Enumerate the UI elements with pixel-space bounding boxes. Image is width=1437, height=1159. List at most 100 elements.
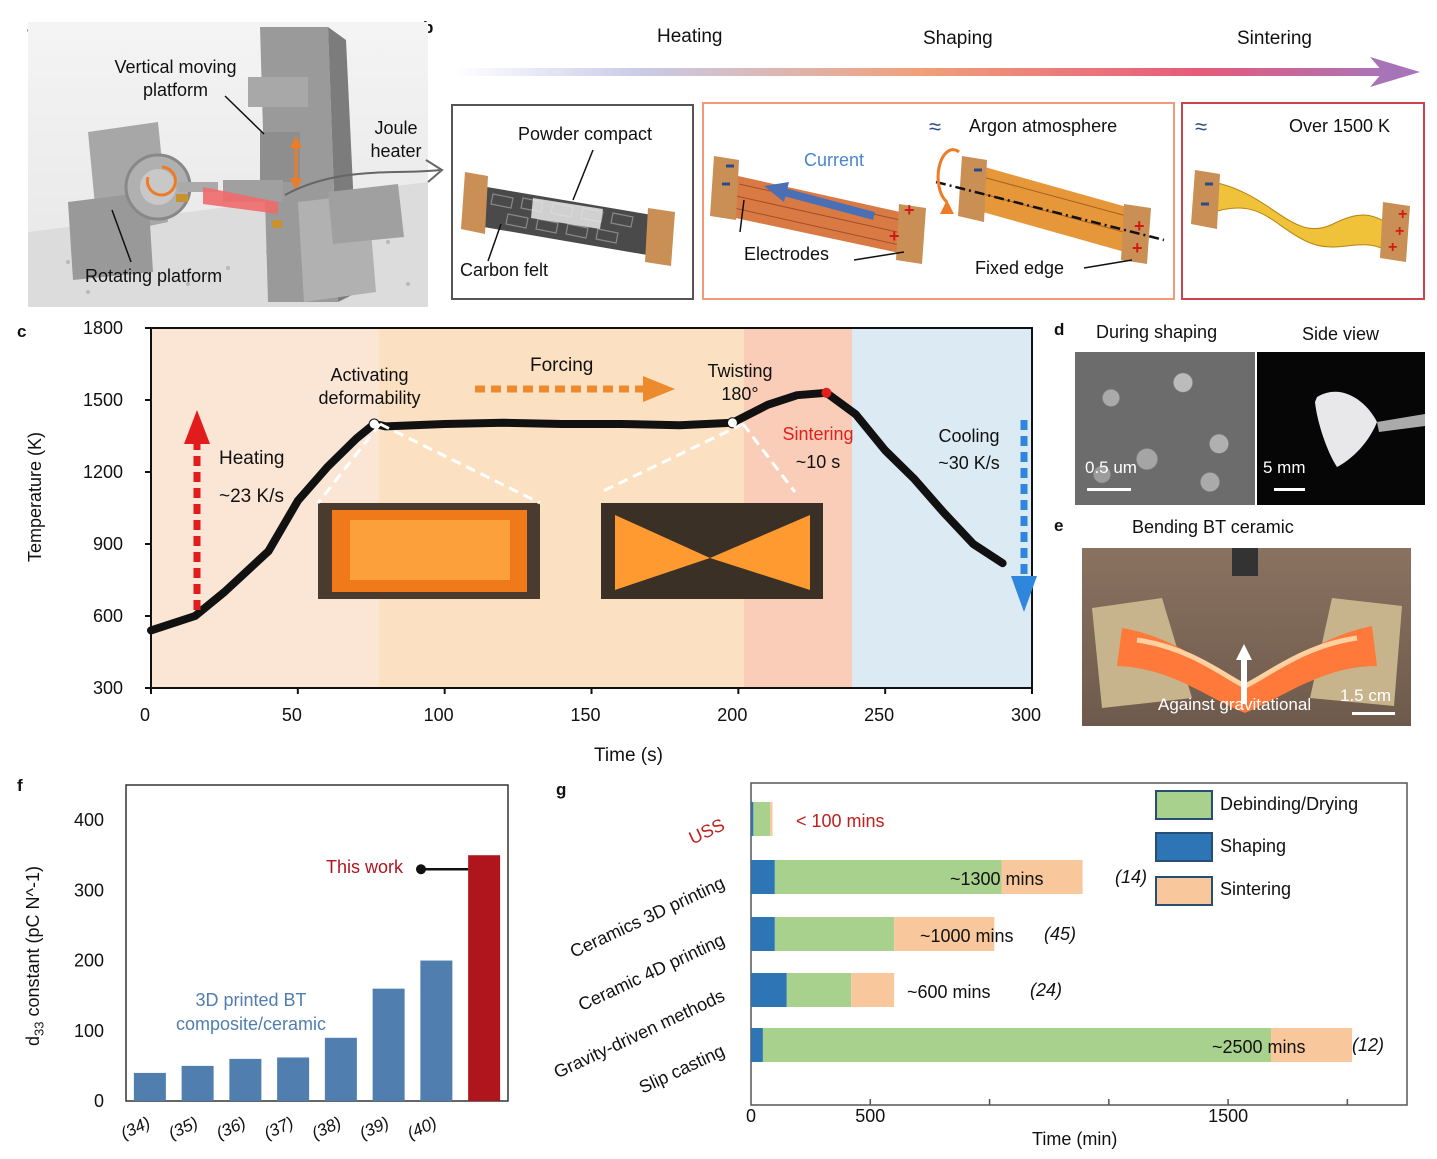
temperature-point [677, 423, 682, 428]
forcing-arrow [643, 376, 675, 402]
c-ytick-label: 1500 [83, 390, 123, 410]
this-work-label: This work [326, 857, 404, 877]
sintering-box: + + + ≈ Over 1500 K [1181, 102, 1425, 300]
process-gradient-arrow [455, 57, 1420, 87]
svg-text:+: + [1132, 238, 1143, 258]
temperature-point [765, 402, 770, 407]
g-bar-segment [851, 973, 895, 1007]
c-xtick-label: 100 [424, 705, 454, 725]
sintering-line1: Sintering [782, 424, 854, 444]
sintering-marker [821, 387, 832, 398]
temperature-point [149, 628, 153, 633]
g-reference: (24) [1030, 980, 1062, 1000]
d33-bar [468, 855, 501, 1101]
joule-heater-label: Joule heater [364, 117, 428, 163]
temperature-point [971, 542, 976, 546]
d33-chart: 0100200300400(34)(35)(36)(37)(38)(39)(40… [74, 784, 509, 1143]
panel-label-g: g [556, 780, 567, 799]
temperature-point [266, 549, 271, 554]
temperature-point [325, 465, 330, 470]
g-bar-segment [753, 802, 771, 836]
panel-label-f: f [17, 776, 23, 795]
c-xtick-label: 150 [570, 705, 600, 725]
g-reference: (14) [1115, 867, 1147, 887]
f-ytick-label: 0 [94, 1091, 104, 1111]
g-bar-segment [1001, 860, 1083, 894]
panel-c-xlabel: Time (s) [594, 745, 663, 766]
f-ytick-label: 400 [74, 810, 104, 830]
g-reference: (45) [1044, 924, 1076, 944]
panel-label-b: b [423, 18, 434, 37]
3d-printed-label: 3D printed BT composite/ceramic [158, 988, 344, 1036]
apparatus-illustration [28, 22, 428, 307]
c-ytick-label: 900 [93, 534, 123, 554]
joule-to-detail-arrow [284, 159, 444, 196]
stage-heating: Heating [657, 26, 723, 47]
vertical-platform-line1: Vertical moving [114, 57, 237, 77]
c-ytick-label: 600 [93, 606, 123, 626]
legend-dry: Debinding/Drying [1220, 794, 1359, 814]
during-shaping-title: During shaping [1096, 322, 1218, 342]
sintering-line2: ~10 s [795, 452, 841, 472]
heating-annotation: Heating ~23 K/s [219, 440, 285, 516]
temperature-point [1000, 561, 1005, 566]
c-xtick-label: 0 [140, 705, 150, 725]
legend-swatch-shaping [1155, 832, 1213, 862]
temperature-point [795, 393, 800, 398]
g-xtick-label: 0 [746, 1106, 756, 1126]
svg-text:+: + [904, 200, 915, 220]
c-ytick-label: 1200 [83, 462, 123, 482]
vertical-platform-label: Vertical moving platform [108, 56, 243, 102]
legend-sintering: Sintering [1220, 879, 1292, 899]
c-xtick-label: 50 [282, 705, 302, 725]
f-xtick-label: (37) [261, 1113, 296, 1143]
g-bar-segment [762, 1028, 1272, 1062]
forcing-label: Forcing [530, 355, 594, 376]
d33-bar [420, 960, 453, 1101]
g-category-label: Slip casting [636, 1040, 728, 1097]
stage-shaping: Shaping [923, 28, 993, 49]
heating-text: Heating [219, 448, 285, 469]
svg-text:+: + [1398, 206, 1407, 223]
bending-photo: Against gravitational 1.5 cm [1082, 548, 1411, 726]
f-plot-frame [125, 784, 509, 1102]
temperature-point [295, 498, 300, 503]
joule-heater-line2: heater [370, 141, 422, 161]
side-view-title: Side view [1302, 324, 1380, 344]
stage-sintering: Sintering [1237, 28, 1312, 49]
activating-line2: deformability [318, 388, 421, 408]
cooling-line1: Cooling [938, 426, 1000, 446]
g-bar-segment [751, 917, 775, 951]
c-xtick-label: 300 [1011, 705, 1041, 725]
g-reference: (12) [1352, 1035, 1384, 1055]
side-view-image: 5 mm [1257, 352, 1425, 505]
against-gravitational-label: Against gravitational [1158, 695, 1312, 714]
bending-title: Bending BT ceramic [1132, 517, 1294, 537]
sintering-annotation: Sintering ~10 s [778, 420, 858, 476]
g-xtick-label: 500 [855, 1106, 885, 1126]
panel-label-d: d [1054, 320, 1065, 339]
bending-scale-bar [1352, 712, 1395, 715]
vertical-platform-line2: platform [142, 80, 209, 100]
twisting-annotation: Twisting 180° [700, 360, 780, 406]
d33-bar [277, 1057, 310, 1101]
fixed-edge-label: Fixed edge [975, 258, 1065, 278]
svg-text:+: + [1395, 223, 1404, 240]
panel-g-xlabel: Time (min) [1032, 1129, 1118, 1149]
f-ytick-label: 100 [74, 1021, 104, 1041]
f-ytick-label: 200 [74, 951, 104, 971]
cooling-line2: ~30 K/s [938, 453, 1000, 473]
twisting-line2: 180° [721, 384, 759, 404]
g-annotation: ~600 mins [907, 982, 991, 1002]
sinter-wave-icon: ≈ [1195, 114, 1208, 139]
bending-scale-label: 1.5 cm [1340, 686, 1392, 705]
d33-bar [229, 1058, 262, 1101]
g-annotation: ~1300 mins [950, 869, 1044, 889]
legend-swatch-sintering [1155, 876, 1213, 906]
temperature-point [853, 412, 858, 417]
g-bar-segment [1271, 1028, 1353, 1062]
g-bar-segment [774, 917, 895, 951]
g-bar-segment [770, 802, 773, 836]
f-ytick-label: 300 [74, 880, 104, 900]
